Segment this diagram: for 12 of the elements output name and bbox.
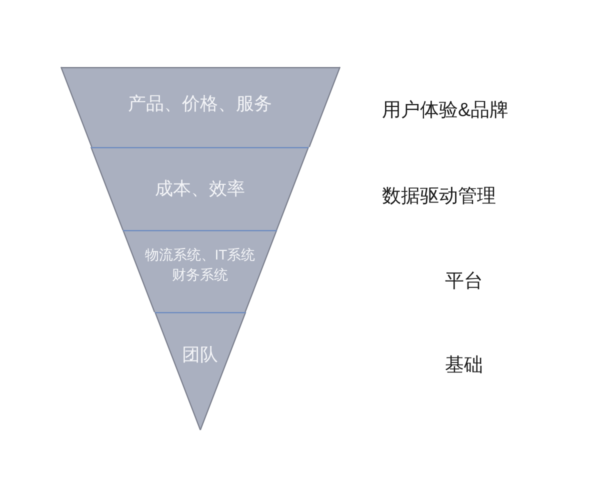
layer-caption: 数据驱动管理 (382, 185, 496, 209)
layer-text: 团队 (180, 343, 219, 366)
funnel-layer (91, 147, 309, 230)
layer-caption: 用户体验&品牌 (382, 99, 509, 123)
layer-caption: 平台 (445, 270, 483, 294)
layer-text: 成本、效率 (154, 177, 246, 200)
funnel-layer (123, 230, 277, 312)
layer-caption: 基础 (445, 354, 483, 378)
funnel-layer (60, 67, 340, 147)
layer-text: 产品、价格、服务 (127, 92, 273, 116)
funnel-tip (154, 312, 246, 430)
layer-text: 物流系统、IT系统财务系统 (144, 245, 256, 284)
